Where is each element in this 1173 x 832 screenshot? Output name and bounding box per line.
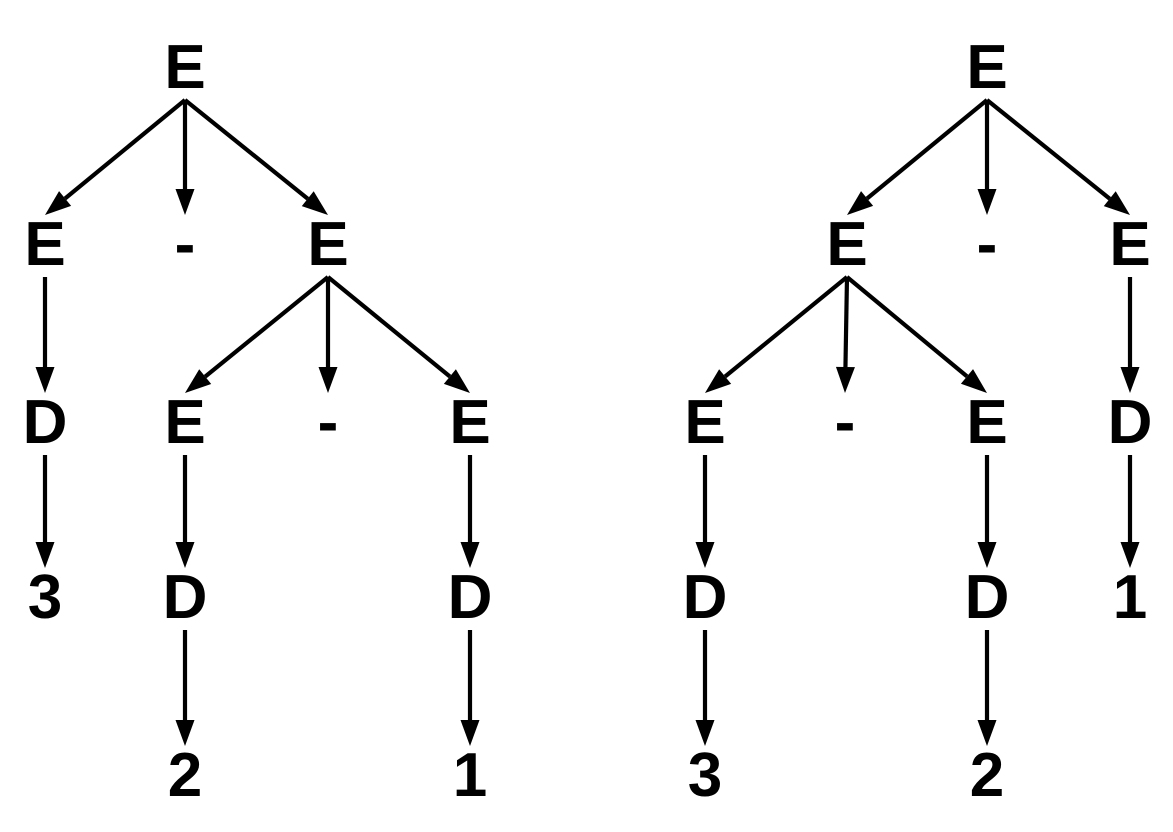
- tree-edge-arrowhead: [705, 369, 732, 393]
- tree-node-nonterminal-D: D: [683, 563, 728, 632]
- tree-edge-line: [865, 98, 989, 201]
- tree-edge-arrowhead: [301, 191, 328, 215]
- edges-layer: [35, 98, 1140, 746]
- tree-edge-arrowhead: [1120, 542, 1140, 568]
- tree-edge-arrowhead: [35, 542, 55, 568]
- tree-edge-arrowhead: [460, 720, 480, 746]
- tree-edge-line: [843, 276, 850, 368]
- tree-node-nonterminal-E: E: [164, 33, 205, 102]
- tree-edge-line: [326, 275, 452, 379]
- tree-node-nonterminal-E: E: [24, 210, 65, 279]
- tree-node-nonterminal-D: D: [1108, 388, 1153, 457]
- tree-node-terminal-dash: -: [977, 210, 998, 279]
- tree-edge-arrowhead: [35, 367, 55, 393]
- tree-edge-arrowhead: [318, 367, 338, 393]
- tree-node-terminal-1: 1: [453, 741, 487, 810]
- tree-edge-line: [723, 275, 849, 379]
- tree-edge-line: [845, 275, 969, 379]
- tree-node-nonterminal-D: D: [965, 563, 1010, 632]
- tree-edge-arrowhead: [835, 366, 855, 393]
- tree-node-terminal-3: 3: [688, 741, 722, 810]
- tree-node-terminal-dash: -: [318, 388, 339, 457]
- tree-edge-line: [985, 98, 1112, 201]
- tree-node-nonterminal-E: E: [684, 388, 725, 457]
- tree-node-nonterminal-E: E: [826, 210, 867, 279]
- tree-node-nonterminal-E: E: [307, 210, 348, 279]
- tree-node-terminal-2: 2: [970, 741, 1004, 810]
- tree-edge-arrowhead: [1103, 191, 1130, 215]
- tree-edge-arrowhead: [960, 369, 987, 393]
- tree-node-terminal-2: 2: [168, 741, 202, 810]
- tree-node-terminal-1: 1: [1113, 563, 1147, 632]
- tree-node-nonterminal-D: D: [163, 563, 208, 632]
- tree-edge-arrowhead: [1120, 367, 1140, 393]
- tree-edge-line: [183, 98, 310, 201]
- tree-edge-line: [63, 98, 187, 201]
- tree-node-nonterminal-E: E: [966, 388, 1007, 457]
- tree-edge-arrowhead: [977, 542, 997, 568]
- tree-edge-arrowhead: [695, 542, 715, 568]
- tree-edge-arrowhead: [847, 191, 874, 215]
- tree-node-nonterminal-E: E: [1109, 210, 1150, 279]
- tree-edge-arrowhead: [695, 720, 715, 746]
- tree-edge-arrowhead: [175, 720, 195, 746]
- tree-edge-arrowhead: [45, 191, 72, 215]
- tree-node-nonterminal-E: E: [164, 388, 205, 457]
- tree-edge-arrowhead: [977, 189, 997, 215]
- tree-edge-arrowhead: [175, 542, 195, 568]
- tree-node-nonterminal-D: D: [23, 388, 68, 457]
- tree-edge-arrowhead: [175, 189, 195, 215]
- tree-node-nonterminal-E: E: [449, 388, 490, 457]
- tree-edge-arrowhead: [460, 542, 480, 568]
- tree-node-nonterminal-E: E: [966, 33, 1007, 102]
- tree-edge-arrowhead: [977, 720, 997, 746]
- tree-edge-arrowhead: [185, 369, 212, 393]
- tree-edge-line: [203, 275, 330, 379]
- tree-node-nonterminal-D: D: [448, 563, 493, 632]
- tree-edge-arrowhead: [443, 369, 470, 393]
- tree-node-terminal-dash: -: [835, 388, 856, 457]
- nodes-layer: E E - E D E - E 3 D D 2 1 E E - E E - E D D D 1 3 2: [23, 33, 1153, 810]
- tree-node-terminal-3: 3: [28, 563, 62, 632]
- tree-node-terminal-dash: -: [175, 210, 196, 279]
